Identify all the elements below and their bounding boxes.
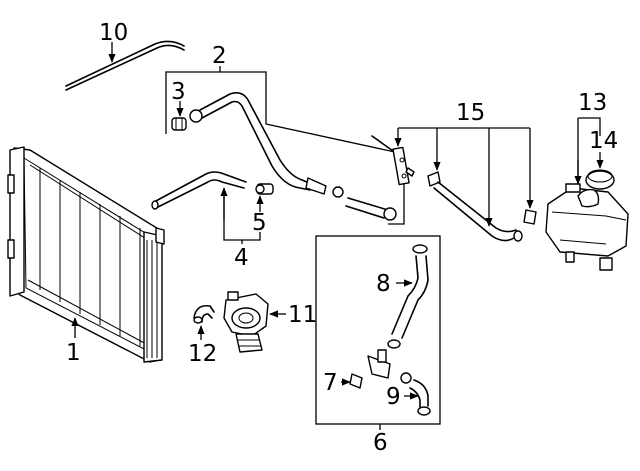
radiator — [7, 146, 165, 363]
hose-8 — [387, 244, 429, 349]
coolant-hose-assembly — [189, 92, 397, 221]
callout-2: 2 — [212, 43, 227, 69]
callout-14: 14 — [589, 128, 618, 154]
callout-11: 11 — [288, 302, 317, 328]
callout-15: 15 — [456, 100, 485, 126]
hose-assembly-15 — [371, 135, 537, 242]
callout-6: 6 — [373, 430, 388, 456]
callout-8: 8 — [376, 271, 391, 297]
callout-5: 5 — [252, 210, 267, 236]
connector-5 — [255, 183, 274, 195]
tee-connector — [367, 349, 412, 384]
bolt-3 — [171, 117, 187, 131]
box-6 — [315, 235, 441, 425]
callout-7: 7 — [323, 370, 338, 396]
cap-14 — [585, 169, 615, 190]
callout-12: 12 — [188, 341, 217, 367]
lower-hose-4 — [151, 171, 247, 210]
reservoir-13 — [545, 183, 629, 271]
bracket-frame-2 — [165, 71, 405, 225]
upper-hose — [65, 40, 185, 91]
clip-7 — [349, 373, 363, 389]
hose-9 — [409, 379, 431, 416]
elbow-12 — [193, 304, 215, 324]
callout-4: 4 — [234, 245, 249, 271]
callout-3: 3 — [171, 79, 186, 105]
callout-1: 1 — [66, 340, 81, 366]
pump-11 — [223, 291, 269, 353]
callout-13: 13 — [578, 90, 607, 116]
callout-10: 10 — [99, 20, 128, 46]
callout-9: 9 — [386, 384, 401, 410]
